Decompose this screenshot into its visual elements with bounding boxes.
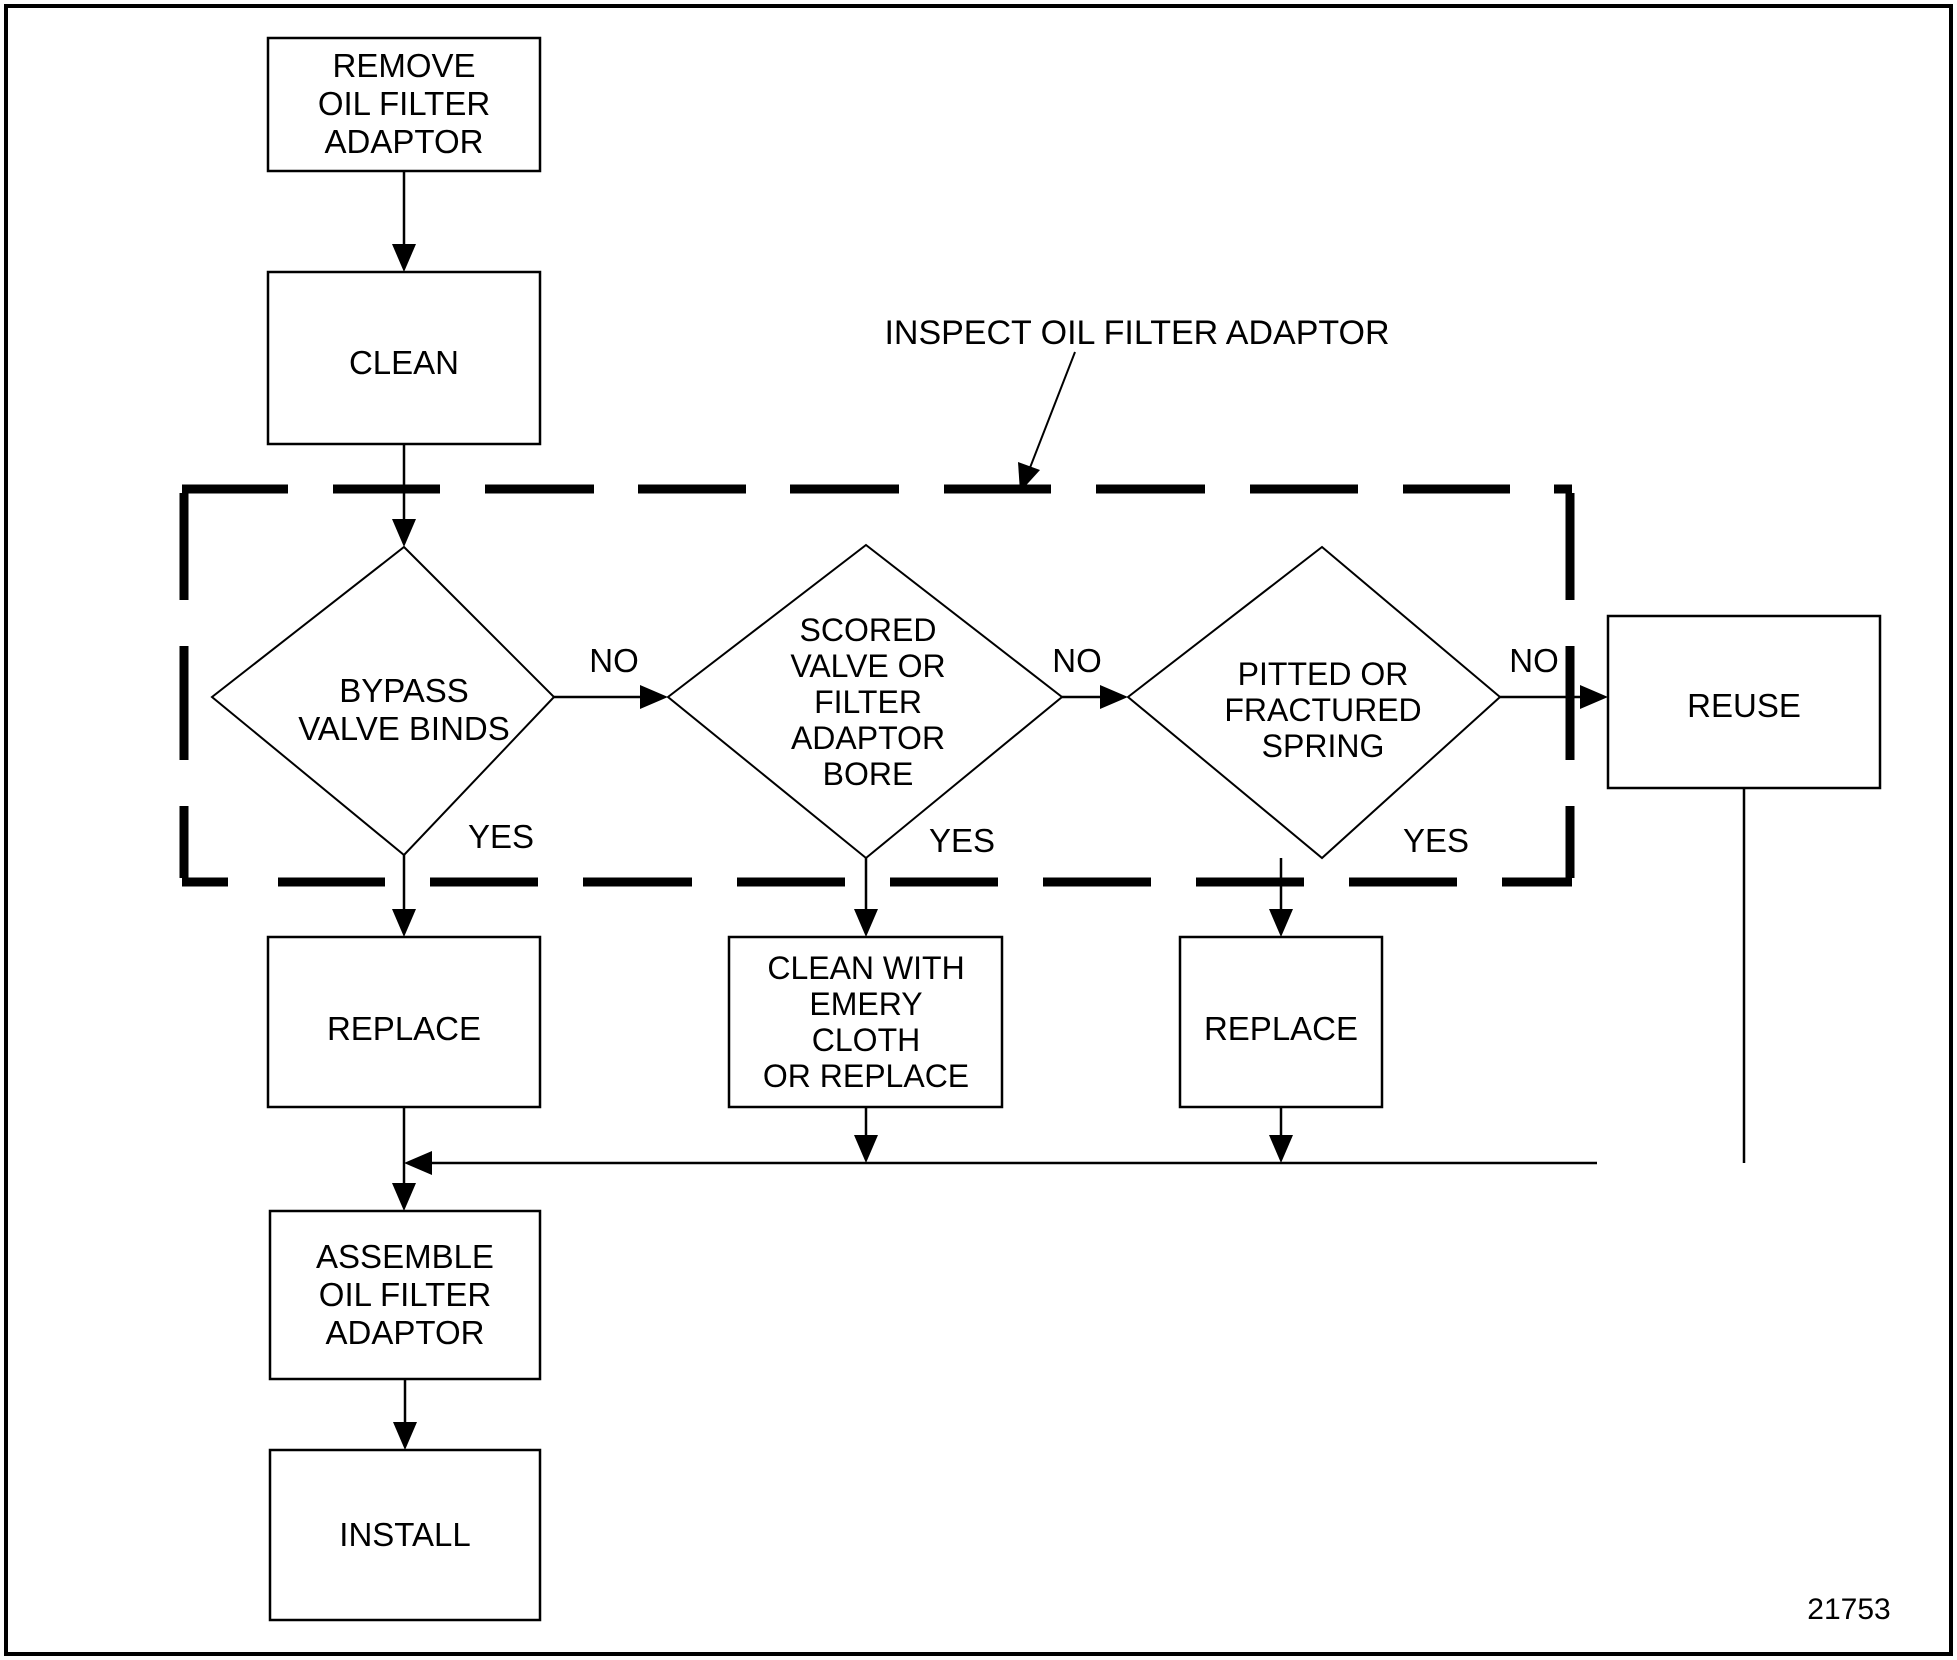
- arrow-head-merge-into-assemble-column: [404, 1151, 432, 1175]
- arrow-head-assemble-to-install: [393, 1422, 417, 1450]
- arrow-head-scored-yes: [854, 909, 878, 937]
- arrow-head-remove-to-clean: [392, 244, 416, 272]
- arrow-head-bypass-no: [640, 685, 668, 709]
- box-replace-left: [266, 935, 542, 1109]
- diamond-scored-valve-or-filter-adaptor-bore: [666, 543, 1064, 860]
- arrow-head-clean-to-bypass: [392, 519, 416, 547]
- arrow-head-bypass-yes: [392, 909, 416, 937]
- arrow-head-spring-yes: [1269, 909, 1293, 937]
- box-assemble-oil-filter-adaptor: [268, 1209, 542, 1381]
- annotation-leader-arrow-head: [1018, 462, 1040, 492]
- diamond-bypass-valve-binds: [210, 545, 556, 857]
- box-clean-with-emery-cloth: [727, 935, 1004, 1109]
- arrow-head-emery-to-merge: [854, 1135, 878, 1163]
- annotation-leader-line: [1025, 351, 1076, 479]
- box-replace-right: [1178, 935, 1384, 1109]
- arrow-head-merge-to-assemble: [392, 1183, 416, 1211]
- arrow-head-spring-no: [1580, 685, 1608, 709]
- box-reuse: [1606, 614, 1882, 790]
- outer-frame: [4, 4, 1953, 1656]
- box-install: [268, 1448, 542, 1622]
- arrow-head-scored-no: [1100, 685, 1128, 709]
- diamond-pitted-or-fractured-spring: [1126, 545, 1502, 860]
- box-remove-oil-filter-adaptor: [266, 36, 542, 173]
- box-clean: [266, 270, 542, 446]
- arrow-head-replace-right-to-merge: [1269, 1135, 1293, 1163]
